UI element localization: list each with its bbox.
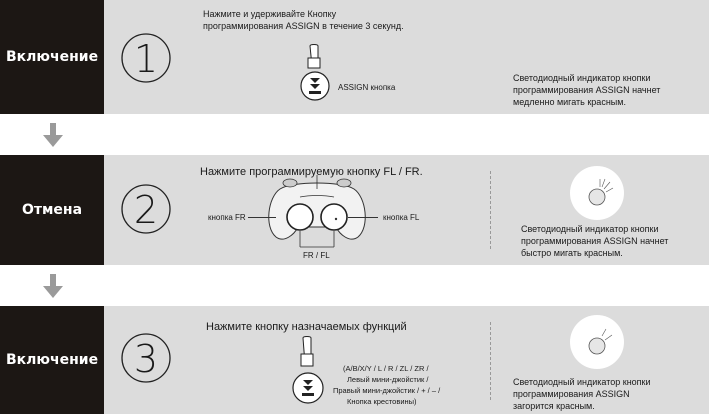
callout-fr: кнопка FR [208, 213, 246, 222]
step-1-instruction-line2: программирования ASSIGN в течение 3 секу… [203, 21, 404, 31]
callout-line-fr [248, 217, 276, 218]
step-1-instruction-line1: Нажмите и удерживайте Кнопку [203, 9, 337, 19]
controller-caption: FR / FL [303, 251, 330, 260]
step-3-led-line3: загорится красным. [513, 401, 595, 411]
finger-press-icon [300, 44, 330, 101]
led-solid-icon [570, 315, 624, 369]
step-3-instruction: Нажмите кнопку назначаемых функций [206, 321, 407, 333]
functions-line4: Кнопка крестовины) [347, 397, 417, 406]
step-1-number-circle [121, 33, 171, 83]
led-fast-blink-icon [570, 166, 624, 220]
step-2-label: Отмена [0, 155, 104, 265]
step-1-led-line3: медленно мигать красным. [513, 97, 626, 107]
callout-fl: кнопка FL [383, 213, 420, 222]
assign-button-caption: ASSIGN кнопка [338, 83, 396, 92]
step-3-led-line2: программирования ASSIGN [513, 389, 630, 399]
step-1-label: Включение [0, 0, 104, 114]
controller-back-illustration [268, 175, 366, 248]
step-2-led-line2: программирования ASSIGN начнет [521, 236, 669, 246]
step-2-led-line1: Светодиодный индикатор кнопки [521, 224, 659, 234]
step-3-divider [490, 322, 491, 400]
step-1-number: 1 [133, 37, 159, 81]
step-2-led-line3: быстро мигать красным. [521, 248, 623, 258]
step-3-led-line1: Светодиодный индикатор кнопки [513, 377, 651, 387]
down-arrow-icon [43, 123, 63, 147]
step-1-led-line1: Светодиодный индикатор кнопки [513, 73, 651, 83]
down-arrow-icon [43, 274, 63, 298]
step-2-number-circle [121, 184, 171, 234]
finger-press-icon [292, 336, 324, 404]
step-2-panel: Отмена 2 Нажмите программируемую кнопку … [0, 155, 709, 265]
step-2-divider [490, 171, 491, 249]
step-1-panel: Включение 1 Нажмите и удерживайте Кнопку… [0, 0, 709, 114]
functions-line3: Правый мини-джойстик / + / – / [333, 386, 441, 395]
step-2-instruction: Нажмите программируемую кнопку FL / FR. [200, 166, 423, 178]
callout-line-fl [348, 217, 378, 218]
step-3-label: Включение [0, 306, 104, 414]
step-3-number-circle [121, 333, 171, 383]
step-1-led-line2: программирования ASSIGN начнет [513, 85, 661, 95]
step-2-number: 2 [133, 188, 159, 232]
functions-line1: (A/B/X/Y / L / R / ZL / ZR / [343, 364, 429, 373]
functions-line2: Левый мини-джойстик / [347, 375, 429, 384]
step-3-panel: Включение 3 Нажмите кнопку назначаемых ф… [0, 306, 709, 414]
step-3-number: 3 [133, 337, 159, 381]
